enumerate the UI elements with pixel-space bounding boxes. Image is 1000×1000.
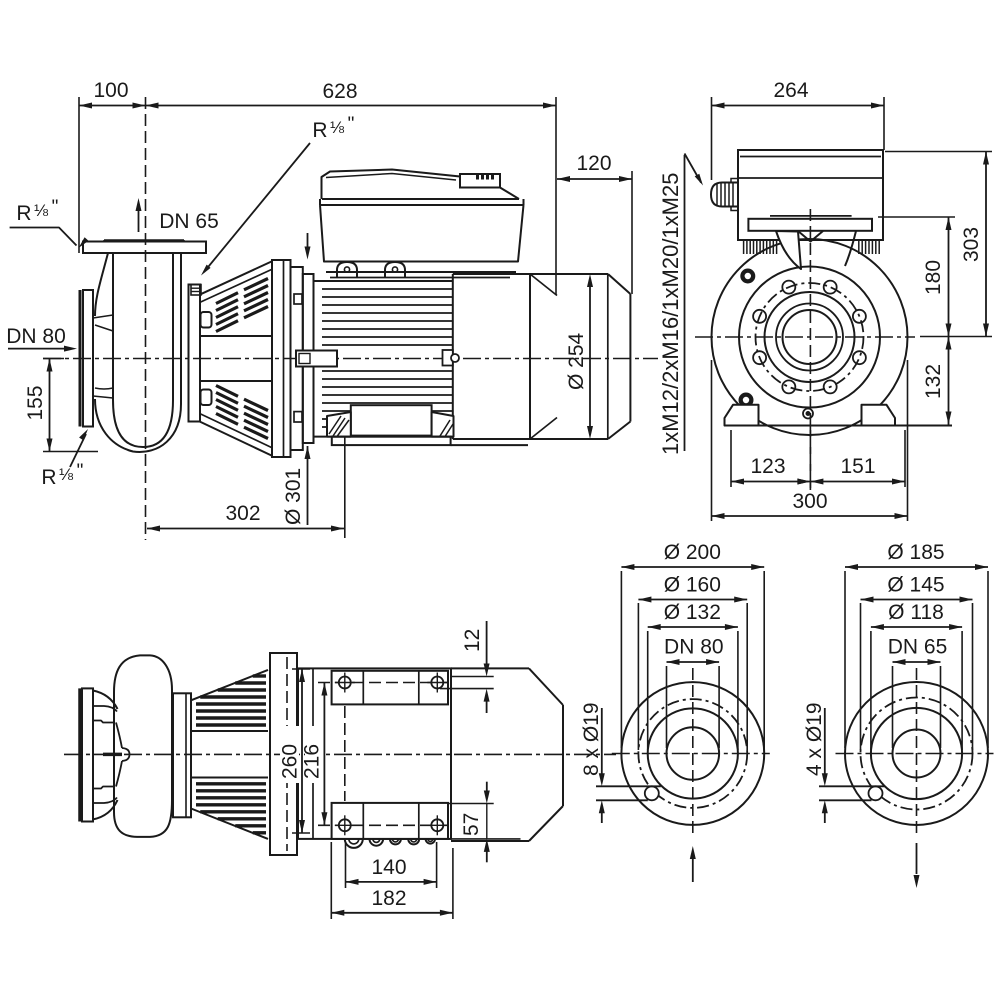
svg-text:⅛: ⅛: [34, 201, 49, 220]
svg-text:12: 12: [461, 629, 484, 652]
svg-text:Ø 145: Ø 145: [887, 574, 944, 597]
svg-text:⅛: ⅛: [330, 118, 345, 137]
svg-text:": ": [52, 197, 59, 218]
svg-text:302: 302: [225, 502, 260, 525]
svg-text:DN 65: DN 65: [159, 210, 219, 233]
svg-text:R: R: [16, 202, 31, 225]
svg-text:Ø 200: Ø 200: [664, 541, 721, 564]
svg-text:": ": [77, 461, 84, 482]
svg-text:DN 80: DN 80: [664, 636, 724, 659]
svg-text:155: 155: [24, 385, 47, 420]
svg-text:Ø 132: Ø 132: [664, 601, 721, 624]
svg-text:300: 300: [792, 490, 827, 513]
svg-text:100: 100: [93, 79, 128, 102]
svg-text:8 x Ø19: 8 x Ø19: [580, 702, 603, 776]
svg-text:140: 140: [371, 856, 406, 879]
svg-text:132: 132: [922, 364, 945, 399]
svg-text:⅛: ⅛: [59, 465, 74, 484]
svg-text:DN 80: DN 80: [6, 325, 66, 348]
svg-text:Ø 301: Ø 301: [282, 468, 305, 525]
svg-text:Ø 118: Ø 118: [888, 601, 944, 624]
svg-text:Ø 254: Ø 254: [565, 332, 588, 390]
svg-text:4 x Ø19: 4 x Ø19: [803, 702, 826, 776]
svg-text:264: 264: [773, 79, 808, 102]
svg-text:57: 57: [460, 813, 483, 836]
svg-text:151: 151: [840, 455, 875, 478]
svg-text:120: 120: [576, 152, 611, 175]
svg-text:R: R: [312, 119, 327, 142]
svg-text:180: 180: [922, 260, 945, 295]
svg-text:DN 65: DN 65: [888, 636, 948, 659]
svg-text:Ø 160: Ø 160: [664, 574, 721, 597]
svg-text:303: 303: [960, 227, 983, 262]
svg-text:": ": [348, 114, 355, 135]
svg-text:1xM12/2xM16/1xM20/1xM25: 1xM12/2xM16/1xM20/1xM25: [658, 173, 683, 455]
svg-text:216: 216: [301, 744, 324, 779]
svg-text:628: 628: [322, 80, 357, 103]
svg-text:R: R: [41, 466, 56, 489]
svg-text:182: 182: [371, 887, 406, 910]
svg-text:260: 260: [279, 744, 302, 779]
svg-text:Ø 185: Ø 185: [887, 541, 944, 564]
svg-text:123: 123: [750, 455, 785, 478]
